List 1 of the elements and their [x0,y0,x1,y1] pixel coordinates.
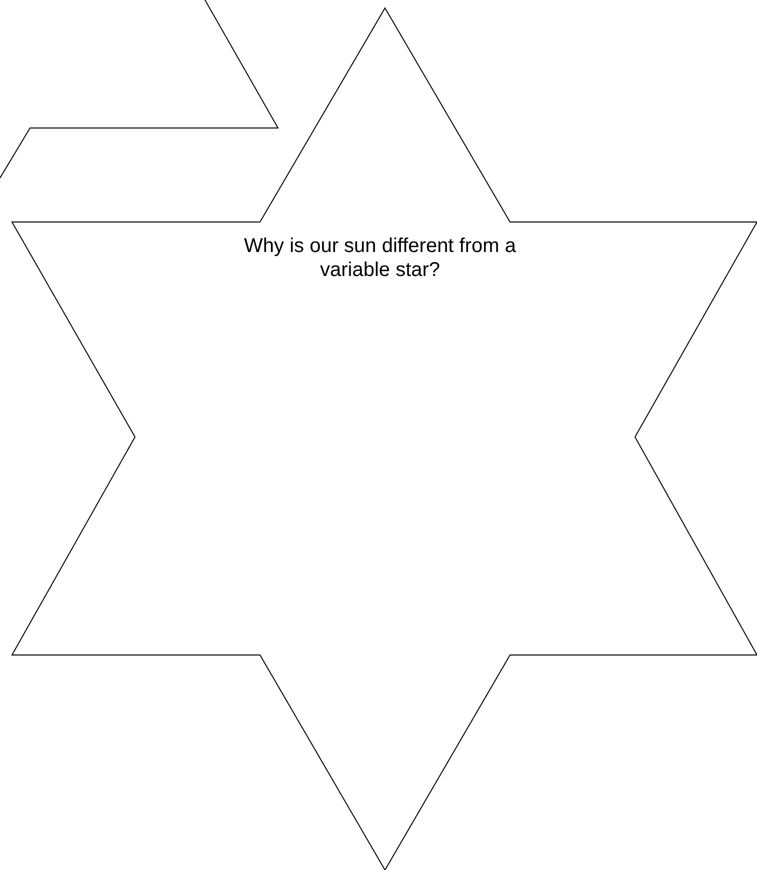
question-text: Why is our sun different from a variable star? [243,234,517,282]
